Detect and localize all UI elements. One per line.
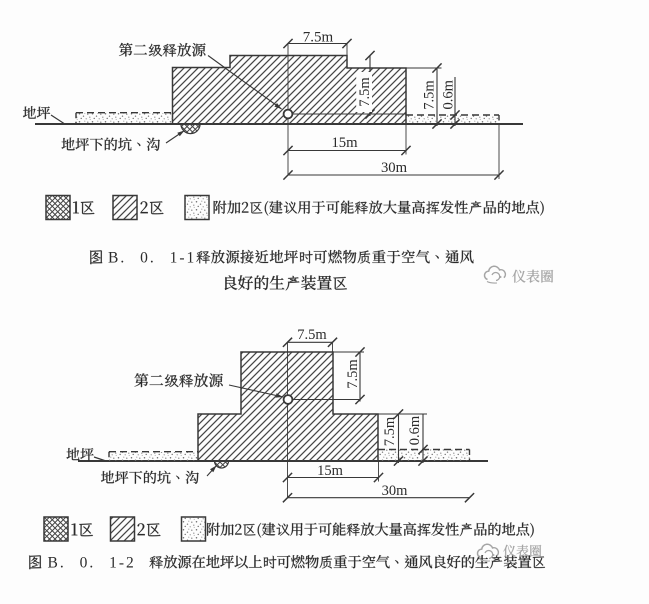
svg-text:0.6m: 0.6m (441, 79, 457, 109)
svg-text:0.6m: 0.6m (407, 415, 423, 445)
svg-text:B. 0. 1-1: B. 0. 1-1 (108, 249, 196, 266)
svg-text:30m: 30m (381, 160, 408, 176)
svg-text:7.5m: 7.5m (382, 416, 398, 446)
svg-text:30m: 30m (382, 483, 409, 499)
svg-text:15m: 15m (331, 135, 358, 151)
svg-text:7.5m: 7.5m (422, 80, 438, 110)
svg-text:B. 0. 1-2: B. 0. 1-2 (48, 554, 136, 571)
svg-text:7.5m: 7.5m (303, 30, 334, 46)
svg-text:7.5m: 7.5m (297, 327, 327, 343)
svg-text:7.5m: 7.5m (345, 359, 361, 389)
svg-text:15m: 15m (317, 463, 344, 479)
svg-text:7.5m: 7.5m (357, 77, 373, 107)
